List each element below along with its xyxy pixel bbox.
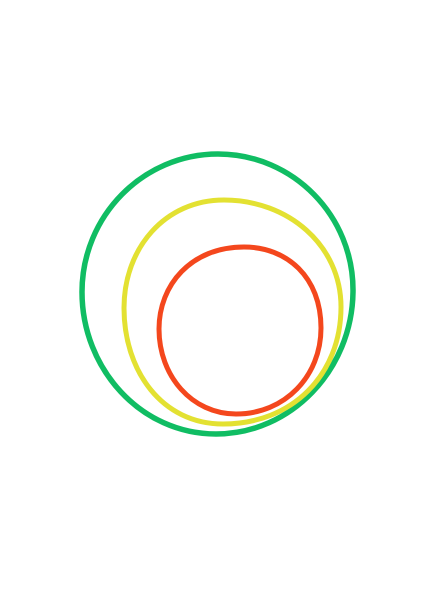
inner-ring: [156, 244, 324, 417]
middle-ring: [121, 197, 344, 427]
outer-ring: [79, 151, 356, 437]
